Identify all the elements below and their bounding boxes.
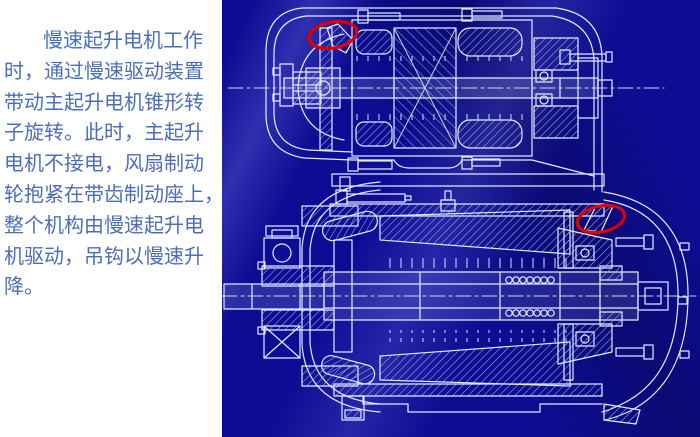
left-bearing-assembly <box>257 229 335 359</box>
upper-shaft <box>283 77 613 99</box>
brake-assembly <box>557 205 654 381</box>
highlight-ellipse-lower <box>575 203 627 235</box>
text-line: 带动主起升电机锥形转 <box>4 91 204 114</box>
annotations <box>307 19 627 235</box>
text-line: 轮抱紧在带齿制动座上， <box>4 183 224 206</box>
text-line: 时，通过慢速驱动装置 <box>4 60 204 83</box>
upper-bearing-stack <box>533 37 599 139</box>
text-line: 机驱动，吊钩以慢速升 <box>4 245 204 268</box>
engineering-drawing <box>221 7 697 425</box>
drawing-canvas <box>221 0 700 437</box>
lower-bolts <box>335 176 456 212</box>
top-cover-plate <box>331 173 605 187</box>
upper-motor-drawing <box>227 7 665 193</box>
text-panel: 慢速起升电机工作 时，通过慢速驱动装置 带动主起升电机锥形转 子旋转。此时，主起… <box>0 0 224 437</box>
lower-right-bell <box>601 191 690 425</box>
text-line: 慢速起升电机工作 <box>43 30 203 52</box>
text-line: 降。 <box>4 276 44 299</box>
lower-shaft <box>223 265 669 327</box>
text-line: 子旋转。此时，主起升 <box>4 122 204 145</box>
brake-springs <box>505 276 555 317</box>
highlight-ellipse-upper <box>307 19 359 51</box>
lower-motor-drawing <box>221 173 697 425</box>
text-line: 整个机构由慢速起升电 <box>4 214 204 237</box>
upper-bolts <box>347 8 613 172</box>
text-line: 电机不接电，风扇制动 <box>4 153 204 176</box>
